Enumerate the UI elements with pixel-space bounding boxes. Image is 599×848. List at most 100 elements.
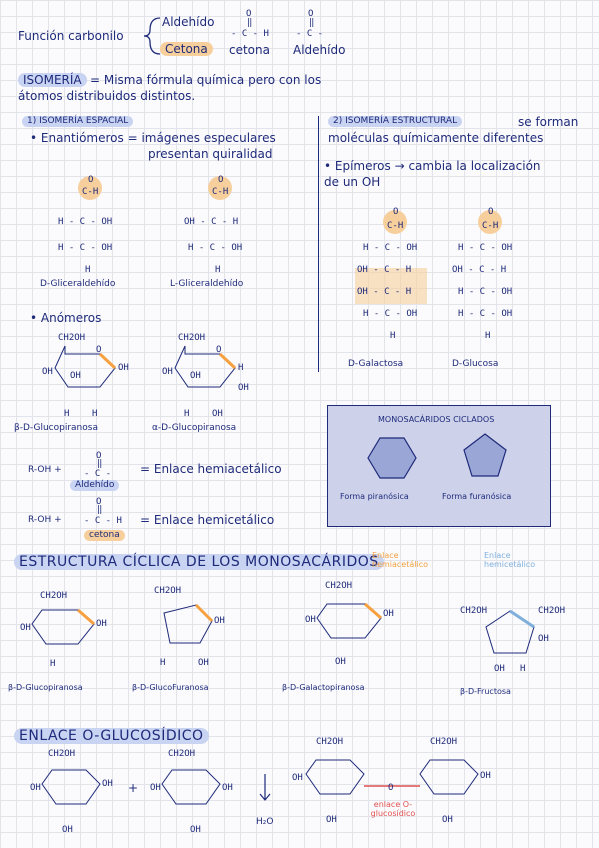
espacial-title: 1) ISOMERÍA ESPACIAL [22, 116, 134, 127]
hemicetal-note: Enlace hemicetálico [484, 551, 536, 569]
svg-text:O: O [96, 497, 101, 507]
furanosica-label: Forma furanósica [442, 492, 512, 501]
svg-text:OH: OH [62, 825, 73, 835]
n2-label: β-D-GlucoFuranosa [132, 683, 209, 692]
svg-text:H: H [485, 331, 490, 341]
svg-text:OH: OH [118, 363, 129, 373]
svg-text:OH: OH [326, 815, 337, 825]
svg-text:O: O [88, 175, 93, 185]
isomeria-def-1: = Misma fórmula química pero con los [90, 73, 322, 87]
aldehido-group: O‖- C - [84, 451, 111, 479]
alfa-label: α-D-Glucopiranosa [152, 423, 237, 433]
roh-2: R-OH + [28, 515, 62, 525]
svg-text:OH: OH [190, 825, 201, 835]
galactosa-structure: OC-H H - C - OH OH - C - H OH - C - H H … [355, 207, 427, 341]
svg-text:OH - C - H: OH - C - H [452, 265, 506, 275]
svg-text:H: H [160, 658, 165, 668]
svg-text:H: H [238, 363, 243, 373]
svg-text:OH: OH [42, 367, 53, 377]
svg-text:OH: OH [70, 371, 81, 381]
h2o-label: H₂O [256, 817, 274, 827]
svg-text:OH: OH [150, 783, 161, 793]
svg-text:- C - H: - C - H [84, 516, 122, 526]
svg-text:H: H [64, 409, 69, 419]
glucosidico-label: enlace O-glucosídico [370, 800, 416, 819]
svg-text:H - C - OH: H - C - OH [188, 243, 242, 253]
svg-text:OH: OH [212, 409, 223, 419]
l-gliceraldehido-label: L-Gliceraldehído [170, 279, 244, 289]
svg-text:O: O [96, 345, 101, 355]
svg-text:- C - H: - C - H [231, 29, 269, 39]
svg-text:C-H: C-H [82, 187, 98, 197]
svg-text:H - C - OH: H - C - OH [58, 243, 112, 253]
svg-text:OH - C - H: OH - C - H [357, 287, 411, 297]
svg-text:H - C - OH: H - C - OH [458, 287, 512, 297]
hemicetalico-label: = Enlace hemicetálico [140, 513, 275, 527]
svg-text:OH: OH [238, 383, 249, 393]
divider [318, 116, 319, 372]
cetona-group: O‖- C - H [84, 497, 122, 526]
svg-text:C-H: C-H [482, 221, 498, 231]
monosacaridos-box [327, 405, 551, 527]
svg-text:OH: OH [305, 615, 316, 625]
svg-text:- C -: - C - [296, 29, 323, 39]
glucosa-label: D-Glucosa [452, 359, 499, 369]
aldehido-label: Aldehído [162, 15, 215, 29]
brace [143, 17, 161, 55]
n3-label: β-D-Galactopiranosa [282, 683, 365, 692]
svg-text:O: O [246, 9, 251, 19]
svg-text:OH: OH [383, 609, 394, 619]
svg-text:OH: OH [30, 783, 41, 793]
cetona-struct-label: cetona [229, 43, 270, 57]
svg-text:H: H [390, 331, 395, 341]
svg-text:O: O [218, 175, 223, 185]
estructural-t3: moléculas químicamente diferentes [328, 131, 544, 145]
l-gliceraldehido-structure: OC-H OH - C - H H - C - OH H [184, 175, 242, 275]
svg-text:H - C - OH: H - C - OH [458, 243, 512, 253]
beta-label: β-D-Glucopiranosa [14, 423, 98, 433]
plus-sign: + [128, 781, 139, 795]
estructural-title: 2) ISOMERÍA ESTRUCTURAL [328, 116, 463, 127]
svg-text:CH2OH: CH2OH [460, 606, 487, 616]
svg-text:‖: ‖ [97, 459, 102, 469]
hemiacetalico-label: = Enlace hemiacetálico [140, 462, 282, 476]
svg-text:O: O [388, 783, 393, 793]
galactosa-label: D-Galactosa [348, 359, 404, 369]
n1-label: β-D-Glucopiranosa [8, 683, 83, 692]
svg-text:OH: OH [494, 664, 505, 674]
estructural-t2: se forman [518, 115, 579, 129]
box-title: MONOSACÁRIDOS CICLADOS [378, 415, 495, 424]
roh-1: R-OH + [28, 465, 62, 475]
enantiomeros-line-2: presentan quiralidad [148, 147, 273, 161]
svg-text:CH2OH: CH2OH [48, 749, 75, 759]
svg-text:OH: OH [96, 619, 107, 629]
svg-text:CH2OH: CH2OH [538, 606, 565, 616]
cetona-label: Cetona [160, 42, 213, 56]
svg-text:O: O [393, 207, 398, 217]
ciclica-title: ESTRUCTURA CÍCLICA DE LOS MONOSACÁRIDOS [14, 554, 384, 570]
ring-shapes [367, 433, 507, 479]
glucosidico-title: ENLACE O-GLUCOSÍDICO [14, 728, 209, 744]
svg-text:CH2OH: CH2OH [178, 333, 205, 343]
svg-text:OH: OH [190, 371, 201, 381]
cetona-under: cetona [84, 530, 125, 541]
svg-text:H: H [215, 265, 220, 275]
hemiacetal-note: Enlace hemiacetálico [372, 551, 429, 569]
svg-text:OH: OH [292, 773, 303, 783]
svg-text:O: O [96, 451, 101, 461]
svg-text:C-H: C-H [387, 221, 403, 231]
svg-text:CH2OH: CH2OH [58, 333, 85, 343]
svg-text:O: O [308, 9, 313, 19]
svg-text:H - C - OH: H - C - OH [363, 243, 417, 253]
svg-text:OH - C - H: OH - C - H [184, 217, 238, 227]
funcion-carbonilo: Función carbonilo [18, 29, 124, 43]
svg-text:OH: OH [20, 623, 31, 633]
svg-text:O: O [488, 207, 493, 217]
svg-text:H - C - OH: H - C - OH [58, 217, 112, 227]
